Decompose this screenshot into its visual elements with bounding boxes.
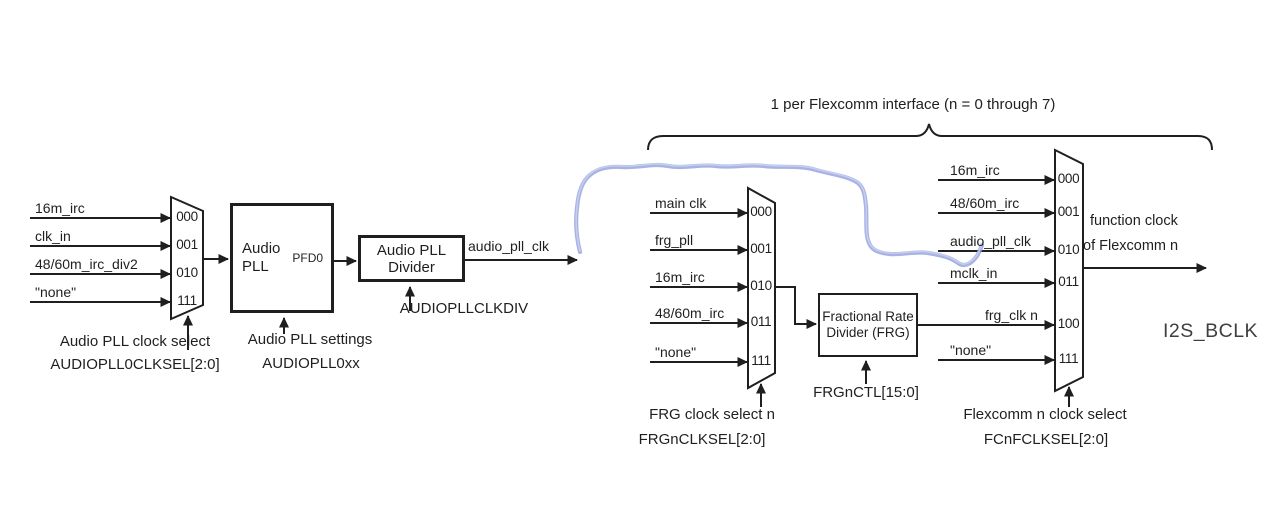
audio-pll-block: Audio PLL PFD0: [230, 203, 334, 313]
signal-label-48-60m-irc-mid: 48/60m_irc: [655, 305, 725, 321]
mux-code: 000: [1057, 171, 1080, 186]
mux-code: 011: [750, 314, 772, 329]
frg-title-line2: Divider (FRG): [826, 325, 910, 340]
signal-lines: [30, 175, 1207, 367]
mux-code: 111: [751, 353, 771, 368]
audio-pll-settings-register: AUDIOPLL0xx: [262, 355, 360, 372]
audio-pll-divider-block: Audio PLL Divider: [358, 235, 465, 282]
audio-pll-mux-symbol: [170, 195, 204, 321]
pfd0-port-label: PFD0: [292, 251, 324, 265]
frg-block: Fractional Rate Divider (FRG): [818, 293, 918, 357]
frg-control-register: FRGnCTL[15:0]: [813, 384, 919, 401]
audio-pll-divider-register: AUDIOPLLCLKDIV: [399, 300, 529, 317]
select-arrows: [183, 286, 1074, 407]
frg-title-line1: Fractional Rate: [822, 309, 914, 324]
handwritten-connector: [574, 162, 985, 268]
signal-label-audio-pll-clk-right: audio_pll_clk: [950, 233, 1031, 249]
mux-code: 111: [1058, 351, 1079, 366]
flexcomm-mux-select-register: FCnFCLKSEL[2:0]: [983, 431, 1109, 448]
audio-pll-title-line2: PLL: [242, 258, 269, 275]
signal-label-frg-clk-n: frg_clk n: [985, 307, 1038, 323]
audio-pll-mux-select-caption: Audio PLL clock select: [59, 333, 211, 350]
i2s-bclk-annotation: I2S_BCLK: [1163, 320, 1259, 342]
signal-label-none-right: "none": [950, 342, 992, 358]
signal-label-clk-in: clk_in: [35, 228, 71, 244]
mux-code: 010: [176, 265, 198, 280]
signal-label-mclk-in: mclk_in: [950, 265, 998, 281]
mux-code: 000: [750, 204, 772, 219]
mux-code: 001: [1057, 204, 1080, 219]
mux-code: 001: [750, 241, 772, 256]
divider-title-line1: Audio PLL: [376, 241, 447, 259]
flexcomm-mux-symbol: [1054, 148, 1084, 393]
mux-code: 011: [1058, 274, 1079, 289]
signal-label-audio-pll-clk: audio_pll_clk: [468, 238, 549, 254]
divider-title-line2: Divider: [388, 258, 435, 276]
frg-mux-select-caption: FRG clock select n: [649, 406, 775, 423]
signal-label-16m-irc-mid: 16m_irc: [655, 269, 705, 285]
signal-label-48-60m-irc-right: 48/60m_irc: [950, 195, 1020, 211]
audio-pll-settings-caption: Audio PLL settings: [247, 331, 373, 348]
signal-label-none-mid: "none": [655, 344, 697, 360]
brace-caption: 1 per Flexcomm interface (n = 0 through …: [770, 96, 1056, 113]
mux-code: 001: [176, 237, 198, 252]
mux-code: 100: [1057, 316, 1080, 331]
flexcomm-mux-select-caption: Flexcomm n clock select: [963, 406, 1127, 423]
output-label-line1: function clock: [1090, 213, 1178, 229]
output-label-line2: of Flexcomm n: [1083, 238, 1179, 254]
frg-mux-select-register: FRGnCLKSEL[2:0]: [638, 431, 766, 448]
mux-code: 010: [1057, 242, 1080, 257]
mux-code: 111: [177, 293, 197, 308]
signal-label-48-60m-irc-div2: 48/60m_irc_div2: [35, 256, 138, 272]
signal-label-frg-pll: frg_pll: [655, 232, 694, 248]
audio-pll-title-line1: Audio: [242, 240, 281, 257]
brace: [647, 123, 1213, 151]
signal-label-16m-irc: 16m_irc: [35, 200, 85, 216]
signal-label-none-left: "none": [35, 284, 77, 300]
audio-pll-mux-select-register: AUDIOPLL0CLKSEL[2:0]: [50, 356, 220, 373]
mux-code: 010: [750, 278, 772, 293]
mux-code: 000: [176, 209, 198, 224]
signal-label-main-clk: main clk: [655, 195, 707, 211]
signal-label-16m-irc-right: 16m_irc: [950, 162, 1000, 178]
frg-mux-symbol: [747, 186, 776, 390]
audio-pll-block-title: Audio PLL: [233, 240, 280, 276]
